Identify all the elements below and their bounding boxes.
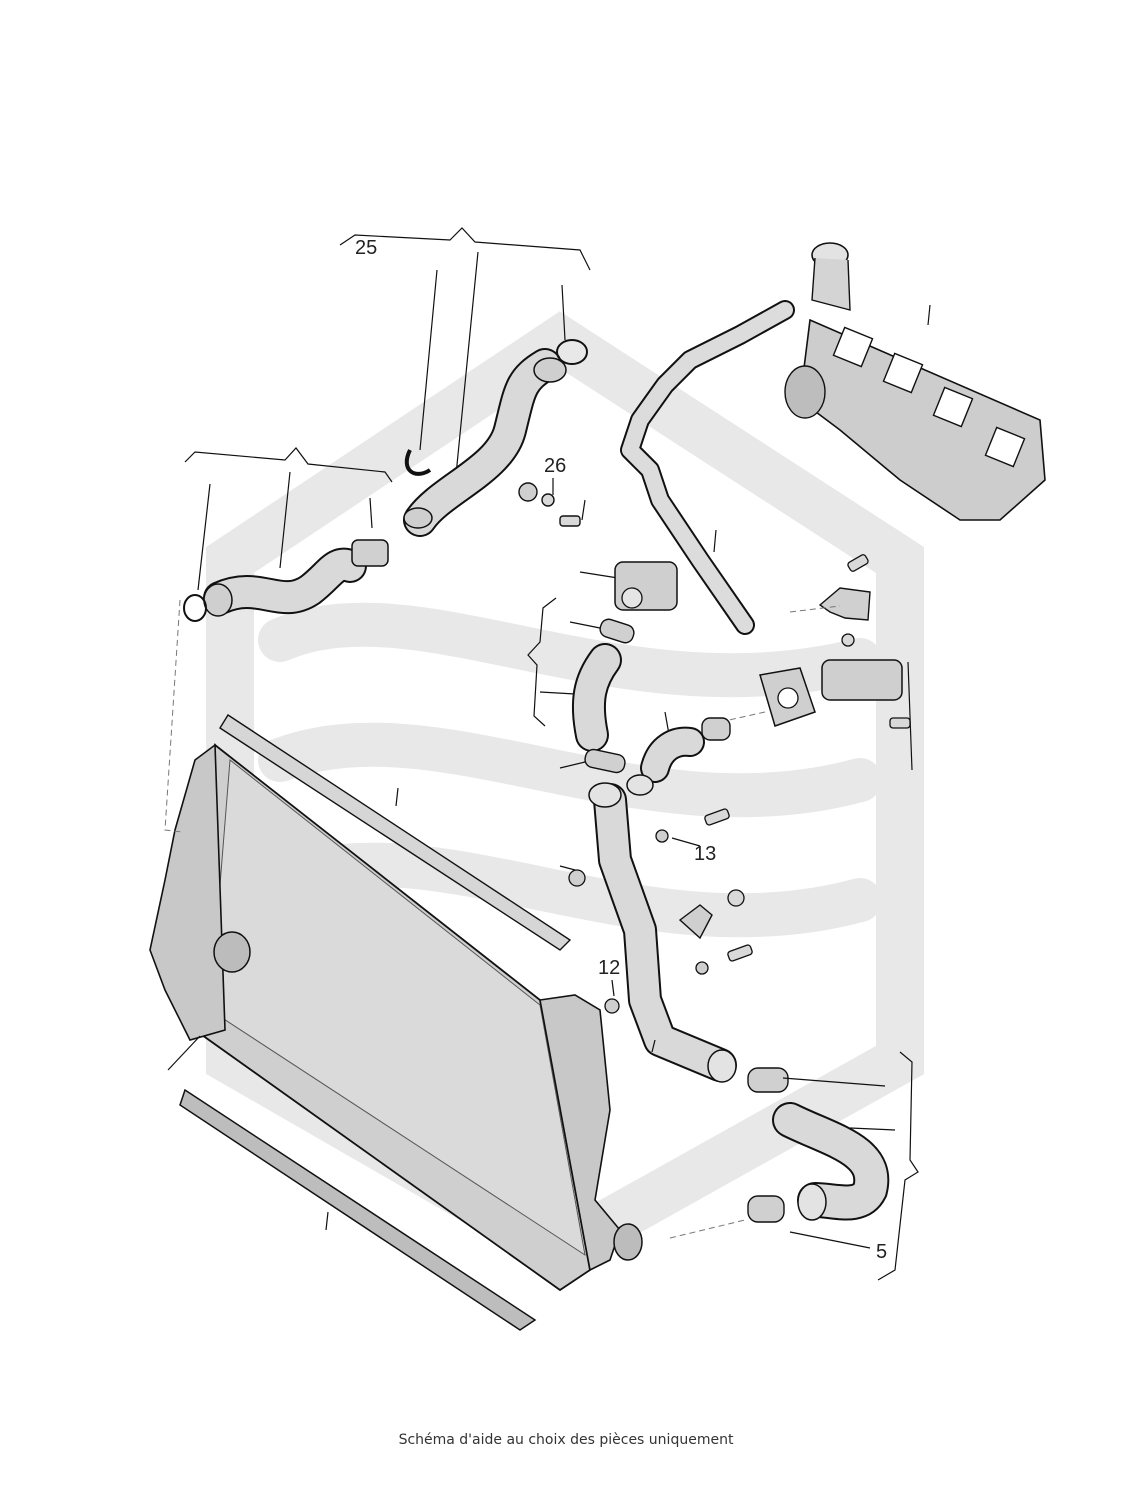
hose-lower-right xyxy=(669,1051,919,1281)
charge-pipe-lower xyxy=(588,774,737,1083)
callout-12: 12 xyxy=(598,957,620,979)
exhaust-manifold-turbo xyxy=(784,242,1046,521)
callout-26: 26 xyxy=(544,455,566,477)
footer-disclaimer: Schéma d'aide au choix des pièces unique… xyxy=(398,1432,734,1448)
charge-pipe-upper xyxy=(403,339,588,537)
callout-25: 25 xyxy=(355,237,377,259)
fasteners-13-12 xyxy=(559,808,753,1014)
oil-pipe-turbo xyxy=(620,300,795,635)
callout-5: 5 xyxy=(876,1241,887,1263)
bracket-left-hose xyxy=(184,447,393,591)
callout-13: 13 xyxy=(694,843,716,865)
bottom-seal-strip xyxy=(179,1088,537,1331)
hose-upper-left xyxy=(183,539,389,622)
throttle-housing xyxy=(579,561,678,611)
elbow-middle xyxy=(559,711,731,783)
small-fasteners-26 xyxy=(518,478,586,527)
hose-middle xyxy=(571,618,635,752)
bracket-middle xyxy=(527,597,601,727)
intercooler xyxy=(149,599,643,1292)
bracket-25 xyxy=(339,227,591,486)
sensor-assembly-right xyxy=(719,554,913,771)
